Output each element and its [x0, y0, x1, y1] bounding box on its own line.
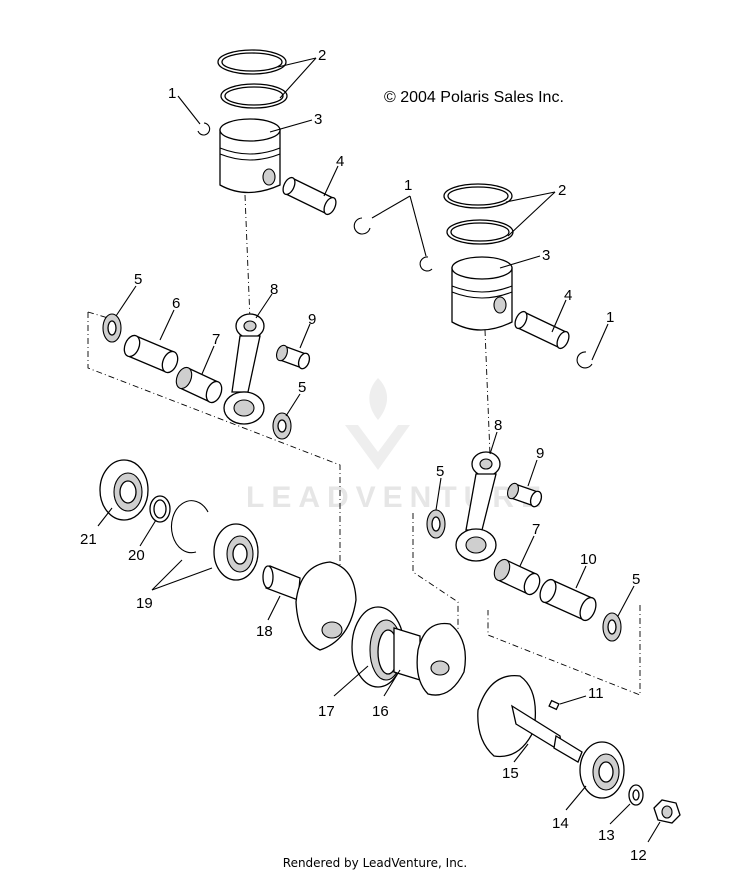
piston-rings-left: [217, 49, 288, 109]
copyright-notice: © 2004 Polaris Sales Inc.: [384, 89, 564, 106]
callout-10: 10: [580, 551, 597, 568]
callout-7-a: 7: [212, 331, 220, 348]
thrust-washer-left-top: [102, 313, 122, 343]
callout-4-right: 4: [564, 287, 572, 304]
callout-1-mid: 1: [404, 177, 412, 194]
thrust-washer-left-bottom: [272, 412, 292, 440]
connecting-rod-left: [223, 313, 265, 425]
key-11: [548, 699, 560, 711]
sleeve-6: [123, 334, 179, 374]
callout-numbers: 2 1 3 4 1 2 3 4 1 5 6 7 8 9 5 8 9 5 7 10…: [80, 47, 647, 864]
callout-1-left: 1: [168, 85, 176, 102]
callout-9-b: 9: [536, 445, 544, 462]
piston-left: [219, 118, 281, 194]
callout-19: 19: [136, 595, 153, 612]
connecting-rod-right: [455, 451, 501, 562]
callout-7-b: 7: [532, 521, 540, 538]
bearing-21: [99, 459, 149, 521]
callout-3-right: 3: [542, 247, 550, 264]
callout-21: 21: [80, 531, 97, 548]
circlip-right-1: [419, 256, 433, 272]
callout-9-a: 9: [308, 311, 316, 328]
crank-half-15: [477, 674, 583, 763]
callout-6: 6: [172, 295, 180, 312]
callout-8-b: 8: [494, 417, 502, 434]
snap-ring-19: [170, 500, 209, 554]
callout-16: 16: [372, 703, 389, 720]
bearing-19: [213, 523, 259, 581]
crank-half-18: [262, 561, 357, 651]
piston-rings-right: [443, 183, 514, 245]
callout-11: 11: [588, 685, 604, 702]
needle-bearing-left-small-end: [276, 344, 311, 370]
ring-20: [149, 495, 171, 523]
callout-5-a: 5: [134, 271, 142, 288]
watermark-text: LEADVENTURE: [246, 481, 548, 514]
thrust-washer-right-bottom: [602, 612, 622, 642]
callout-1-right: 1: [606, 309, 614, 326]
nut-12: [653, 799, 681, 824]
needle-bearing-right-small-end: [507, 482, 543, 508]
leader-lines: [97, 57, 661, 843]
callout-3-left: 3: [314, 111, 322, 128]
callout-14: 14: [552, 815, 569, 832]
callout-5-b: 5: [298, 379, 306, 396]
alignment-lines: [87, 194, 641, 696]
callout-13: 13: [598, 827, 615, 844]
circlip-left-1: [197, 122, 211, 136]
callout-8-a: 8: [270, 281, 278, 298]
piston-pin-left: [282, 176, 337, 216]
callout-18: 18: [256, 623, 273, 640]
needle-bearing-right-big-end: [493, 558, 541, 596]
sleeve-10: [539, 578, 597, 622]
callout-15: 15: [502, 765, 519, 782]
render-credit: Rendered by LeadVenture, Inc.: [282, 856, 468, 870]
circlip-left-2: [353, 217, 371, 235]
callout-2-left: 2: [318, 47, 326, 64]
piston-pin-right: [514, 310, 570, 350]
piston-right: [451, 256, 513, 331]
callout-20: 20: [128, 547, 145, 564]
callout-17: 17: [318, 703, 335, 720]
needle-bearing-left-big-end: [175, 366, 223, 404]
callout-2-right: 2: [558, 182, 566, 199]
bearing-14: [579, 741, 625, 799]
callout-4-left: 4: [336, 153, 344, 170]
crank-labyrinth-16: [393, 622, 467, 696]
callout-12: 12: [630, 847, 647, 864]
callout-5-d: 5: [632, 571, 640, 588]
washer-13: [628, 784, 644, 806]
thrust-washer-right-top: [426, 509, 446, 539]
circlip-right-2: [576, 351, 593, 369]
callout-5-c: 5: [436, 463, 444, 480]
